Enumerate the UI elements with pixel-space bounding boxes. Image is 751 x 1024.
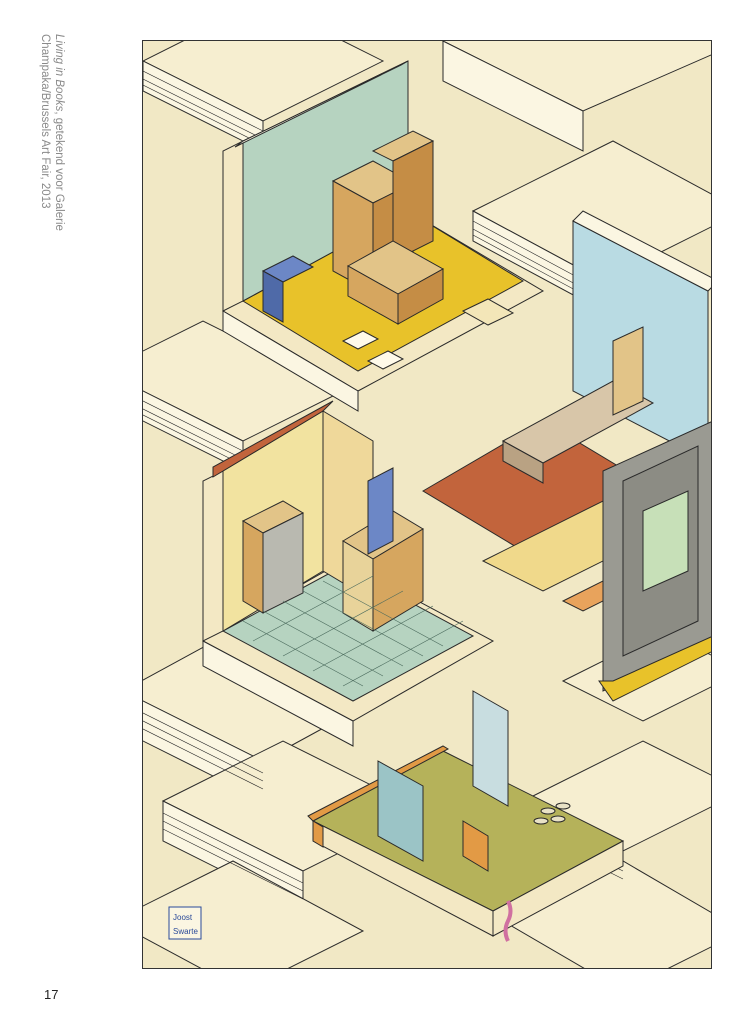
background-books [143, 41, 711, 968]
book-room-garden [307, 690, 625, 942]
caption-text-line1: , getekend voor Galerie [53, 111, 65, 231]
caption-title: Living in Books [53, 34, 65, 112]
illustration: Joost Swarte [142, 40, 712, 969]
book-room-study [221, 60, 545, 412]
caption-text-line2: Champaka/Brussels Art Fair, 2013 [39, 34, 51, 209]
signature: Joost Swarte [168, 906, 202, 940]
illustration-svg: Joost Swarte [143, 41, 711, 968]
signature-line-2: Swarte [173, 927, 198, 936]
signature-line-1: Joost [173, 913, 193, 922]
book-room-dining [422, 210, 711, 702]
book-room-kitchen [201, 400, 495, 747]
page-number: 17 [44, 987, 59, 1002]
